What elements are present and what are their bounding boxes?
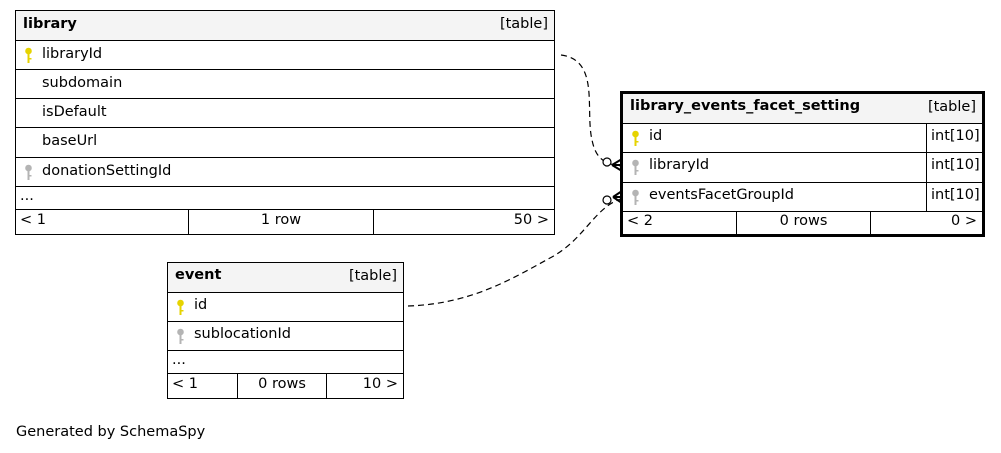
column-row[interactable]: id — [168, 293, 403, 322]
parent-count: < 1 — [20, 212, 46, 228]
column-row[interactable]: baseUrl — [16, 128, 554, 158]
table-header[interactable]: library [table] — [16, 11, 554, 41]
table-footer: < 1 0 rows 10 > — [168, 374, 403, 398]
row-count: 0 rows — [736, 212, 871, 234]
column-type: int[10] — [926, 183, 980, 211]
table-name[interactable]: library_events_facet_setting — [630, 98, 861, 114]
column-name[interactable]: libraryId — [649, 157, 710, 173]
column-name[interactable]: isDefault — [42, 104, 107, 120]
parent-count: < 1 — [172, 376, 198, 392]
table-footer: < 2 0 rows 0 > — [623, 212, 982, 234]
foreign-key-icon — [631, 189, 640, 206]
row-count: 0 rows — [237, 374, 327, 398]
primary-key-icon — [176, 299, 185, 316]
column-row[interactable]: donationSettingId — [16, 158, 554, 187]
table-header[interactable]: library_events_facet_setting [table] — [623, 94, 982, 124]
table-type-label: [table] — [927, 99, 976, 115]
more-columns-row: ... — [168, 351, 403, 374]
column-name[interactable]: baseUrl — [42, 133, 98, 149]
column-name[interactable]: id — [194, 297, 208, 313]
foreign-key-icon — [24, 164, 33, 181]
table-name[interactable]: library — [23, 16, 77, 32]
table-type-label: [table] — [499, 16, 548, 32]
table-library[interactable]: library [table] libraryId subdomain isDe… — [15, 10, 555, 235]
column-row[interactable]: sublocationId — [168, 322, 403, 351]
zero-or-many-marker-icon — [602, 157, 612, 167]
column-name[interactable]: donationSettingId — [42, 163, 172, 179]
foreign-key-icon — [176, 328, 185, 345]
table-type-label: [table] — [348, 268, 397, 284]
table-event[interactable]: event [table] id sublocationId ... < 1 0… — [167, 262, 404, 399]
primary-key-icon — [24, 47, 33, 64]
foreign-key-icon — [631, 159, 640, 176]
column-row[interactable]: isDefault — [16, 99, 554, 128]
column-type: int[10] — [926, 124, 980, 152]
table-footer: < 1 1 row 50 > — [16, 210, 554, 234]
column-name[interactable]: sublocationId — [194, 326, 291, 342]
zero-or-many-marker-icon — [602, 195, 612, 205]
column-row[interactable]: subdomain — [16, 70, 554, 99]
column-type: int[10] — [926, 153, 980, 182]
child-count: 0 > — [951, 213, 977, 229]
table-header[interactable]: event [table] — [168, 263, 403, 293]
more-columns-indicator: ... — [172, 352, 186, 368]
column-row[interactable]: eventsFacetGroupId int[10] — [623, 183, 982, 212]
column-name[interactable]: id — [649, 128, 663, 144]
column-name[interactable]: eventsFacetGroupId — [649, 187, 794, 203]
child-count: 50 > — [513, 212, 549, 228]
more-columns-row: ... — [16, 187, 554, 210]
more-columns-indicator: ... — [20, 188, 34, 204]
column-row[interactable]: id int[10] — [623, 124, 982, 153]
table-library-events-facet-setting[interactable]: library_events_facet_setting [table] id … — [620, 91, 985, 237]
generated-by-label: Generated by SchemaSpy — [16, 424, 206, 440]
primary-key-icon — [631, 130, 640, 147]
column-name[interactable]: libraryId — [42, 46, 103, 62]
column-row[interactable]: libraryId — [16, 41, 554, 70]
column-name[interactable]: subdomain — [42, 75, 123, 91]
relationship-line-event-to-facet — [407, 197, 625, 307]
row-count: 1 row — [188, 210, 374, 234]
relationship-line-library-to-facet — [560, 54, 625, 167]
table-name[interactable]: event — [175, 267, 222, 283]
column-row[interactable]: libraryId int[10] — [623, 153, 982, 183]
child-count: 10 > — [362, 376, 398, 392]
parent-count: < 2 — [627, 213, 653, 229]
